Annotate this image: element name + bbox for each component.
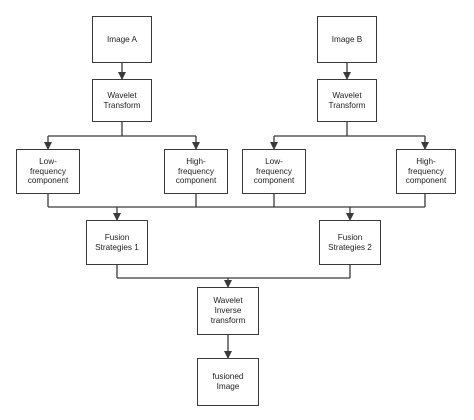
wavelet-transform-a-box: Wavelet Transform: [92, 79, 152, 122]
high-frequency-a-box: High- frequency component: [164, 149, 228, 194]
image-b-box: Image B: [317, 16, 377, 63]
image-a-box: Image A: [92, 16, 152, 63]
wavelet-transform-b-box: Wavelet Transform: [317, 79, 377, 122]
low-frequency-b-box: Low- frequency component: [242, 149, 306, 194]
high-frequency-b-box: High- frequency component: [396, 149, 456, 194]
wavelet-inverse-transform-box: Wavelet Inverse transform: [197, 287, 259, 335]
fusion-strategies-2-box: Fusion Strategies 2: [319, 220, 381, 265]
fusioned-image-box: fusioned Image: [197, 358, 259, 406]
fusion-strategies-1-box: Fusion Strategies 1: [86, 220, 148, 265]
low-frequency-a-box: Low- frequency component: [16, 149, 80, 194]
